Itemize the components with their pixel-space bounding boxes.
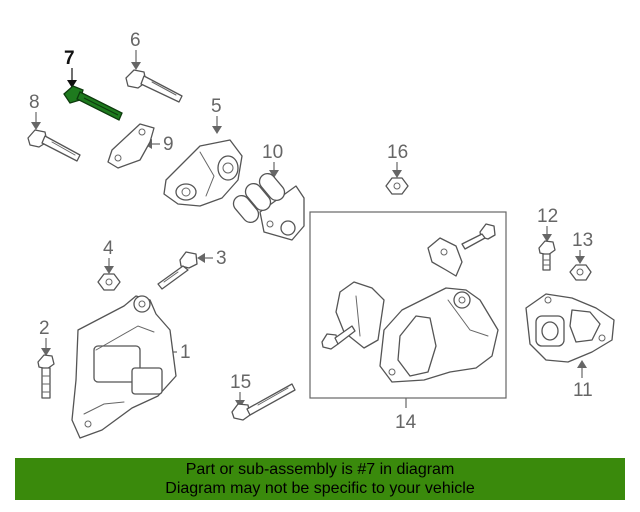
part-14-subassembly[interactable]: 14	[309, 211, 507, 433]
callout-11: 11	[573, 380, 593, 401]
callout-2: 2	[39, 318, 50, 339]
part-10-damper[interactable]: 10	[230, 142, 305, 241]
callout-16: 16	[387, 142, 408, 163]
part-16-nut[interactable]: 16	[385, 142, 409, 195]
callout-15: 15	[230, 372, 251, 393]
part-2-bolt[interactable]: 2	[37, 318, 55, 399]
callout-13: 13	[572, 230, 593, 251]
callout-12: 12	[537, 206, 558, 227]
part-3-bolt[interactable]: 3	[157, 248, 227, 290]
callout-5: 5	[211, 96, 222, 117]
part-15-bolt[interactable]: 15	[230, 372, 296, 421]
footer-line-part-number: Part or sub-assembly is #7 in diagram	[185, 461, 455, 478]
callout-1: 1	[180, 342, 191, 363]
subassembly-14-box	[309, 211, 507, 399]
footer-line-disclaimer: Diagram may not be specific to your vehi…	[165, 480, 475, 497]
part-13-nut[interactable]: 13	[569, 230, 593, 281]
footer-banner: Part or sub-assembly is #7 in diagram Di…	[15, 458, 625, 500]
callout-9: 9	[163, 134, 174, 155]
part-1-engine-mount[interactable]: 1	[71, 295, 191, 439]
callout-7: 7	[64, 48, 75, 69]
part-6-bolt[interactable]: 6	[125, 30, 183, 103]
part-8-bolt[interactable]: 8	[27, 92, 81, 162]
callout-6: 6	[130, 30, 141, 51]
part-9-bracket[interactable]: 9	[107, 123, 174, 169]
part-11-transmission-mount[interactable]: 11	[525, 293, 615, 401]
part-12-bolt[interactable]: 12	[537, 206, 558, 271]
callout-10: 10	[262, 142, 283, 163]
callout-4: 4	[103, 238, 114, 259]
part-7-bolt-highlighted[interactable]: 7	[63, 48, 123, 121]
callout-3: 3	[216, 248, 227, 269]
callout-8: 8	[29, 92, 40, 113]
parts-diagram: 7 6 8 9 5	[27, 30, 615, 439]
part-4-nut[interactable]: 4	[97, 238, 121, 291]
part-5-rear-mount[interactable]: 5	[163, 96, 243, 207]
callout-14: 14	[395, 412, 417, 433]
